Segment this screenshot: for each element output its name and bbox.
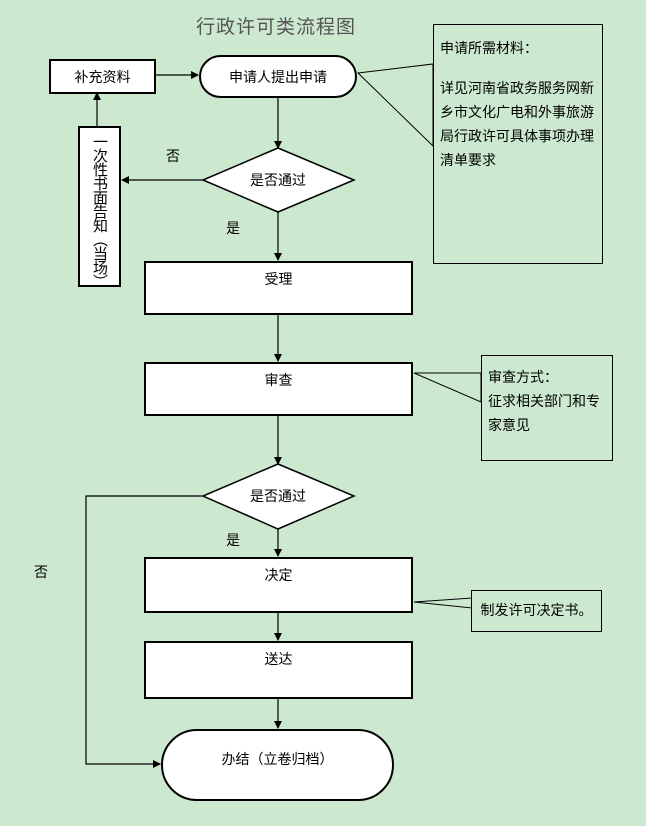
accept-node: 受理 — [144, 261, 413, 315]
review-method-note-title: 审查方式： — [488, 370, 558, 386]
page-title: 行政许可类流程图 — [196, 16, 357, 38]
edge-label-yes-1: 是 — [226, 221, 240, 237]
apply-node-label: 申请人提出申请 — [229, 69, 327, 86]
review-node-label: 审查 — [264, 373, 293, 389]
decision1-diamond — [201, 147, 356, 213]
deliver-node-label: 送达 — [264, 652, 293, 668]
edge-label-yes-2: 是 — [226, 533, 240, 549]
complete-node-label: 办结（立卷归档） — [221, 752, 334, 768]
review-node: 审查 — [144, 362, 413, 416]
apply-node: 申请人提出申请 — [199, 55, 357, 98]
materials-note-body: 详见河南省政务服务网新乡市文化广电和外事旅游局行政许可具体事项办理清单要求 — [440, 81, 594, 169]
edge-label-no-2: 否 — [34, 565, 48, 581]
decision2-diamond — [201, 463, 356, 530]
materials-note: 申请所需材料： 详见河南省政务服务网新乡市文化广电和外事旅游局行政许可具体事项办… — [433, 24, 603, 264]
complete-node: 办结（立卷归档） — [161, 729, 394, 801]
accept-node-label: 受理 — [264, 272, 293, 288]
decision-doc-note-text: 制发许可决定书。 — [480, 603, 593, 619]
notify-once-node-label: 一次性书面告知（当场） — [91, 134, 109, 288]
review-callout-pointer — [413, 372, 482, 403]
decision1-label: 是否通过 — [250, 173, 306, 189]
deliver-node: 送达 — [144, 641, 413, 699]
decision-doc-callout-pointer — [413, 597, 473, 609]
materials-callout-pointer — [356, 63, 434, 148]
review-method-note: 审查方式： 征求相关部门和专家意见 — [481, 355, 613, 461]
supplement-node: 补充资料 — [49, 59, 156, 94]
review-method-note-body: 征求相关部门和专家意见 — [488, 394, 600, 434]
supplement-node-label: 补充资料 — [74, 69, 131, 86]
decision2-label: 是否通过 — [250, 489, 306, 505]
edge-label-no-1: 否 — [166, 149, 180, 165]
materials-note-title: 申请所需材料： — [440, 41, 538, 57]
arrow-decision2-no-to-complete — [85, 495, 203, 768]
decide-node-label: 决定 — [264, 568, 293, 584]
decision-doc-note: 制发许可决定书。 — [471, 590, 602, 632]
notify-once-node: 一次性书面告知（当场） — [78, 126, 121, 288]
decide-node: 决定 — [144, 557, 413, 613]
